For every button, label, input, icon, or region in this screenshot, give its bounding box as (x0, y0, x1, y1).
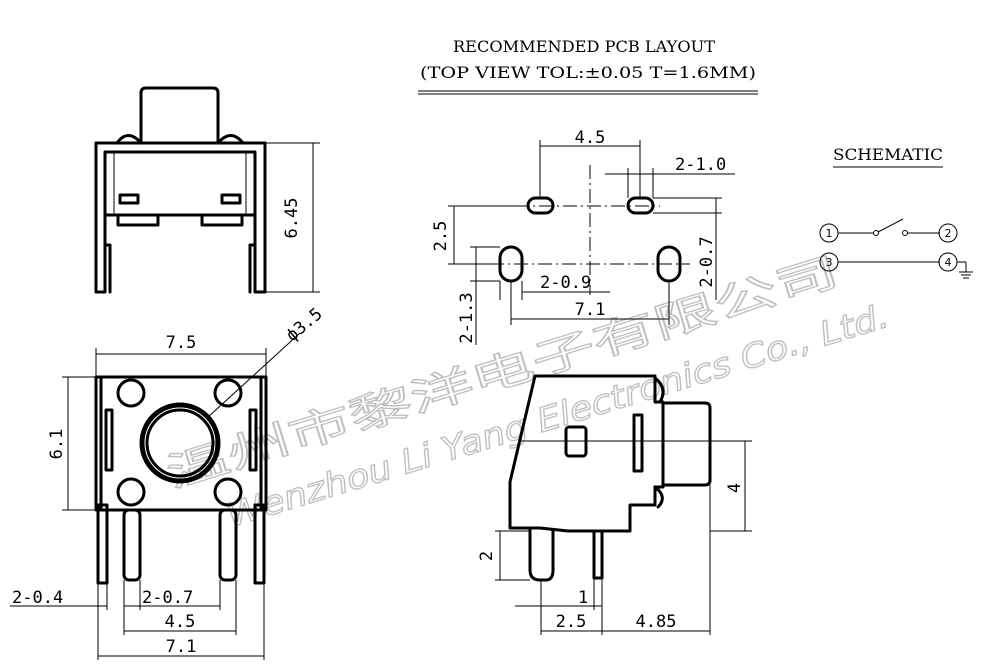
layout-title-line2: (TOP VIEW TOL:±0.05 T=1.6MM) (420, 63, 756, 82)
side-view: 4 2 1 2.5 4.85 (477, 374, 752, 635)
front-bump-right (216, 134, 245, 145)
top-corner-circle (116, 378, 146, 408)
schematic-pin-label: 1 (826, 227, 833, 240)
dim-top-pin-spacing: 4.5 (165, 612, 196, 632)
front-bump-left (115, 134, 143, 145)
schematic-pin-label: 4 (945, 256, 952, 269)
schematic-contact (902, 230, 908, 236)
dim-pcb-row-spacing: 2.5 (431, 221, 451, 252)
side-bump-top (653, 376, 665, 404)
front-pin-left (103, 213, 112, 294)
schematic-contact (873, 230, 879, 236)
dim-top-pin-thickness: 2-0.7 (142, 588, 193, 608)
leader-line (206, 332, 301, 419)
dim-top-width: 7.5 (166, 333, 197, 353)
schematic-pin-2 (938, 223, 958, 243)
dim-pcb-outer-spacing: 7.1 (575, 300, 606, 320)
pcb-layout: 4.5 2-1.0 2.5 2-0.9 2-0.7 2-1.3 7.1 (431, 128, 735, 345)
schematic-title: SCHEMATIC (833, 145, 943, 164)
dim-button-diameter: ϕ3.5 (282, 304, 326, 346)
side-bump-bottom (653, 485, 664, 509)
top-corner-circle (213, 378, 243, 408)
schematic: SCHEMATIC 1 2 3 4 (819, 145, 973, 279)
dim-front-height: 6.45 (282, 198, 302, 239)
dim-pcb-slot-width-top: 2-1.0 (675, 155, 726, 175)
ground-icon (957, 261, 973, 279)
dim-top-pin-width: 2-0.4 (12, 588, 63, 608)
front-foot-left (116, 213, 160, 227)
top-view: ϕ3.5 7.5 6.1 2-0.4 2-0.7 4.5 7.1 (10, 304, 327, 660)
pcb-layout-title: RECOMMENDED PCB LAYOUT (TOP VIEW TOL:±0.… (418, 37, 758, 95)
schematic-pin-label: 3 (826, 256, 833, 269)
dim-side-button-height: 4 (725, 483, 745, 493)
front-view: 6.45 (94, 86, 320, 294)
dim-side-pin-pitch: 2.5 (556, 612, 587, 632)
dim-pcb-slot-length: 2-0.7 (697, 236, 717, 287)
side-pin-secondary (592, 529, 604, 580)
dim-top-height: 6.1 (47, 429, 67, 460)
front-pin-right (248, 213, 257, 294)
dim-side-pin-offset: 1 (578, 588, 588, 608)
front-actuator (139, 86, 220, 145)
side-body (508, 374, 665, 533)
schematic-switch-arm (877, 218, 904, 233)
top-button (145, 408, 215, 478)
side-actuator (661, 401, 712, 487)
dim-pcb-hole-spacing: 4.5 (575, 128, 606, 148)
dim-pcb-slot-width-bottom: 2-0.9 (540, 273, 591, 293)
top-corner-circle (116, 477, 146, 507)
side-slot (632, 413, 644, 473)
top-pin-inner-right (218, 508, 238, 582)
watermark: 温州市黎洋电子有限公司 Wenzhou Li Yang Electronics … (161, 248, 894, 535)
schematic-pin-3 (819, 252, 839, 272)
front-contact-left (118, 193, 140, 205)
dim-top-total-span: 7.1 (166, 637, 197, 657)
front-frame (94, 141, 267, 294)
top-body (94, 375, 268, 512)
top-pin-outer-left (96, 503, 109, 585)
front-contact-right (220, 193, 242, 205)
top-slot-left (104, 408, 114, 472)
schematic-pin-1 (819, 223, 839, 243)
side-pin-main (528, 526, 555, 582)
top-corner-circle (213, 477, 243, 507)
schematic-pin-label: 2 (945, 227, 952, 240)
front-foot-right (200, 213, 244, 227)
dim-side-pin-length: 2 (477, 551, 497, 561)
top-slot-right (248, 408, 258, 472)
top-button-ring (139, 402, 221, 484)
top-pin-outer-right (253, 503, 266, 585)
top-pin-inner-left (122, 508, 142, 582)
layout-title-line1: RECOMMENDED PCB LAYOUT (453, 37, 715, 56)
dim-pcb-slot-height: 2-1.3 (457, 292, 477, 343)
dim-side-button-offset: 4.85 (636, 612, 677, 632)
